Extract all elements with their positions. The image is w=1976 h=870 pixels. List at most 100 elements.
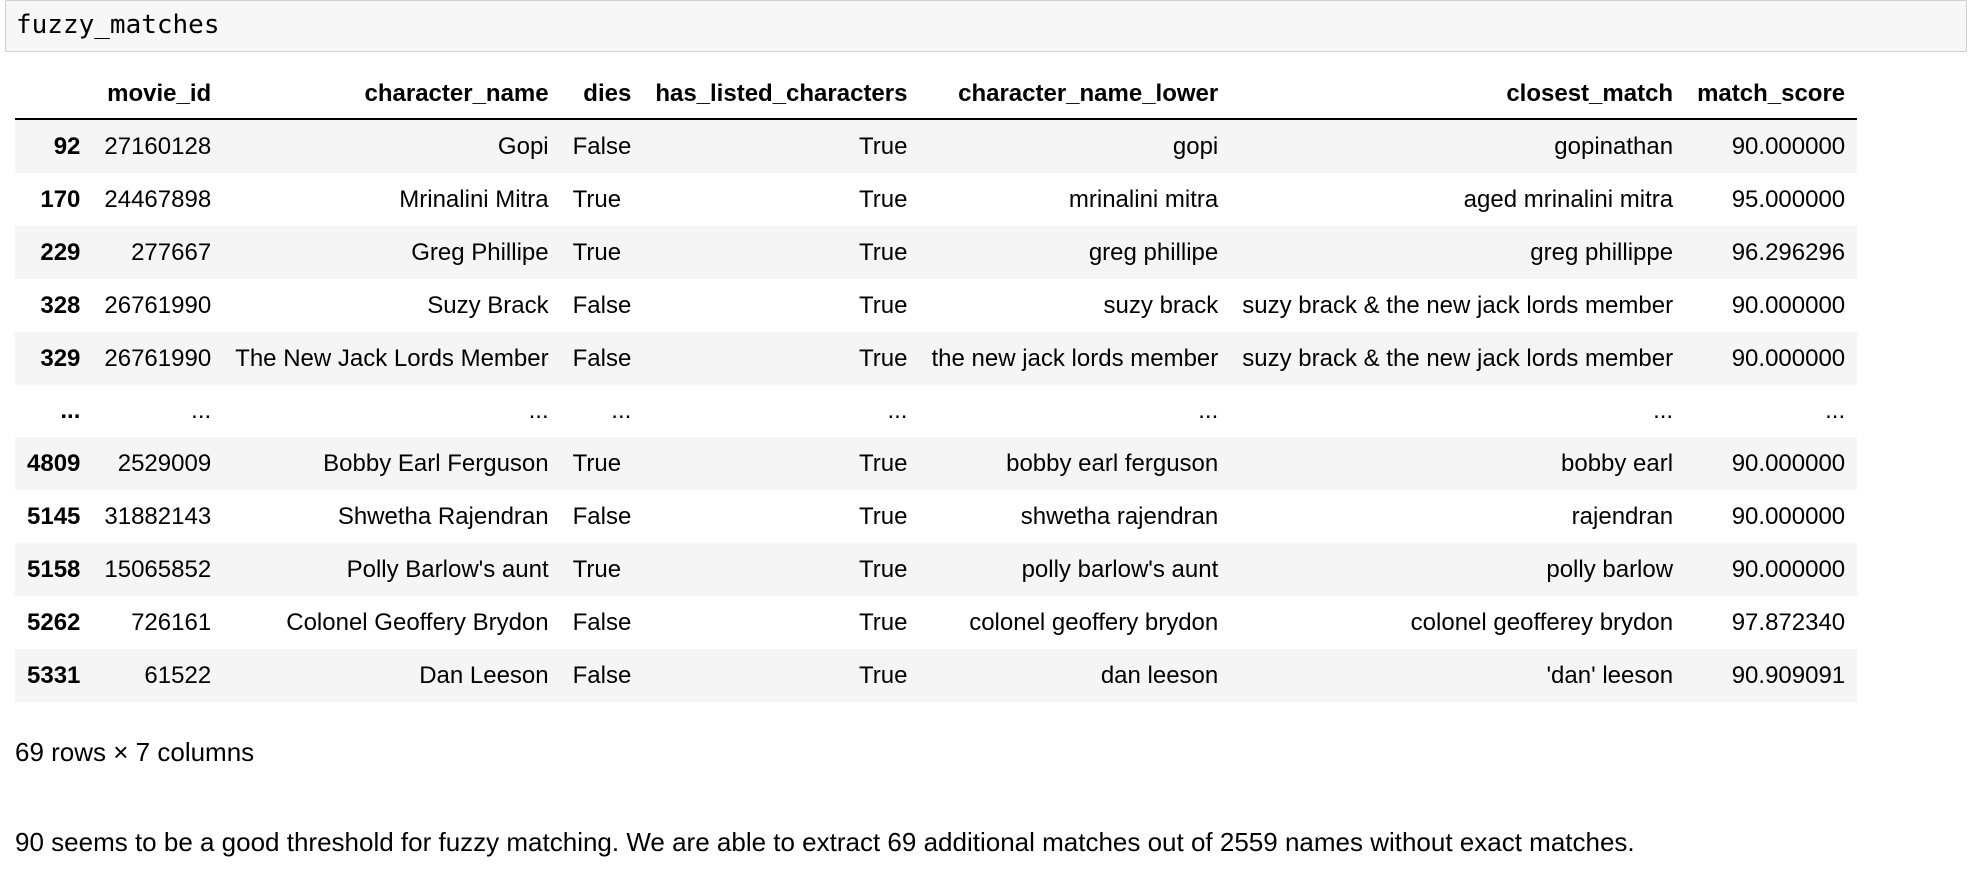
cell-dies: False — [572, 608, 632, 636]
code-input-text[interactable]: fuzzy_matches — [16, 10, 220, 40]
cell-match-score: 90.000000 — [1731, 502, 1846, 530]
row-index: 170 — [40, 185, 81, 213]
cell-movie-id: 726161 — [131, 608, 212, 636]
header-closest-match: closest_match — [1230, 70, 1686, 120]
cell-match-score: 95.000000 — [1731, 185, 1846, 213]
cell-closest-match: suzy brack & the new jack lords member — [1242, 291, 1674, 319]
cell-closest-match: ... — [1653, 397, 1674, 424]
cell-character-name: Gopi — [497, 132, 549, 160]
cell-dies: False — [572, 132, 632, 160]
cell-has-listed-characters: ... — [887, 397, 908, 424]
cell-character-name: Greg Phillipe — [411, 238, 549, 266]
table-row: 5262 726161 Colonel Geoffery Brydon Fals… — [15, 596, 1858, 649]
cell-character-name-lower: greg phillipe — [1088, 238, 1219, 266]
cell-character-name-lower: polly barlow's aunt — [1021, 555, 1219, 583]
cell-character-name-lower: gopi — [1172, 132, 1219, 160]
cell-closest-match: colonel geofferey brydon — [1410, 608, 1674, 636]
cell-has-listed-characters: True — [859, 238, 908, 266]
cell-match-score: 90.000000 — [1731, 132, 1846, 160]
cell-character-name: The New Jack Lords Member — [235, 344, 549, 372]
cell-has-listed-characters: True — [859, 608, 908, 636]
cell-closest-match: suzy brack & the new jack lords member — [1242, 344, 1674, 372]
header-index — [15, 70, 93, 120]
cell-character-name: Shwetha Rajendran — [337, 502, 549, 530]
cell-character-name: Mrinalini Mitra — [399, 185, 549, 213]
cell-character-name: Bobby Earl Ferguson — [323, 449, 549, 477]
cell-character-name-lower: dan leeson — [1100, 661, 1219, 689]
output-area: movie_id character_name dies has_listed_… — [15, 70, 1858, 702]
cell-movie-id: 24467898 — [104, 185, 212, 213]
cell-character-name: ... — [528, 397, 549, 424]
cell-has-listed-characters: True — [859, 449, 908, 477]
cell-character-name-lower: colonel geoffery brydon — [969, 608, 1219, 636]
cell-has-listed-characters: True — [859, 555, 908, 583]
cell-match-score: 90.000000 — [1731, 344, 1846, 372]
cell-closest-match: aged mrinalini mitra — [1463, 185, 1674, 213]
row-index: 92 — [53, 132, 81, 160]
cell-match-score: 90.000000 — [1731, 291, 1846, 319]
cell-has-listed-characters: True — [859, 132, 908, 160]
row-index: 5262 — [27, 608, 81, 636]
cell-has-listed-characters: True — [859, 291, 908, 319]
table-row: 5331 61522 Dan Leeson False True dan lee… — [15, 649, 1858, 702]
row-index: 5158 — [27, 555, 81, 583]
cell-closest-match: gopinathan — [1554, 132, 1674, 160]
header-character-name-lower: character_name_lower — [919, 70, 1231, 120]
table-row: 92 27160128 Gopi False True gopi gopinat… — [15, 119, 1858, 173]
cell-character-name: Colonel Geoffery Brydon — [286, 608, 549, 636]
row-index: 229 — [40, 238, 81, 266]
cell-movie-id: 15065852 — [104, 555, 212, 583]
table-row-ellipsis: ... ... ... ... ... ... ... ... — [15, 385, 1858, 437]
table-row: 5158 15065852 Polly Barlow's aunt True T… — [15, 543, 1858, 596]
cell-character-name-lower: the new jack lords member — [931, 344, 1219, 372]
cell-match-score: 90.909091 — [1731, 661, 1846, 689]
cell-movie-id: 26761990 — [104, 291, 212, 319]
cell-closest-match: greg phillippe — [1530, 238, 1674, 266]
table-row: 4809 2529009 Bobby Earl Ferguson True Tr… — [15, 437, 1858, 490]
row-index: 4809 — [27, 449, 81, 477]
row-index: 328 — [40, 291, 81, 319]
cell-movie-id: ... — [191, 397, 212, 424]
cell-character-name: Suzy Brack — [427, 291, 549, 319]
cell-closest-match: bobby earl — [1561, 449, 1674, 477]
cell-match-score: 97.872340 — [1731, 608, 1846, 636]
table-header: movie_id character_name dies has_listed_… — [15, 70, 1858, 120]
table-row: 170 24467898 Mrinalini Mitra True True m… — [15, 173, 1858, 226]
cell-character-name-lower: suzy brack — [1103, 291, 1219, 319]
cell-has-listed-characters: True — [859, 502, 908, 530]
cell-movie-id: 2529009 — [117, 449, 212, 477]
cell-movie-id: 26761990 — [104, 344, 212, 372]
cell-character-name: Dan Leeson — [419, 661, 549, 689]
header-row: movie_id character_name dies has_listed_… — [15, 70, 1858, 120]
cell-dies: ... — [611, 397, 632, 424]
dataframe-shape-text: 69 rows × 7 columns — [15, 737, 255, 767]
markdown-paragraph: 90 seems to be a good threshold for fuzz… — [15, 827, 1635, 857]
header-match-score: match_score — [1685, 70, 1858, 120]
cell-has-listed-characters: True — [859, 344, 908, 372]
cell-character-name-lower: ... — [1198, 397, 1219, 424]
cell-dies: True — [572, 238, 622, 266]
cell-movie-id: 61522 — [144, 661, 212, 689]
header-dies: dies — [560, 70, 644, 120]
cell-match-score: ... — [1825, 397, 1846, 424]
cell-dies: True — [572, 449, 622, 477]
row-index: 5145 — [27, 502, 81, 530]
header-has-listed-characters: has_listed_characters — [643, 70, 920, 120]
table-row: 328 26761990 Suzy Brack False True suzy … — [15, 279, 1858, 332]
header-movie-id: movie_id — [92, 70, 224, 120]
cell-dies: False — [572, 291, 632, 319]
cell-movie-id: 277667 — [131, 238, 212, 266]
cell-dies: True — [572, 555, 622, 583]
header-character-name: character_name — [223, 70, 561, 120]
cell-has-listed-characters: True — [859, 661, 908, 689]
cell-dies: False — [572, 661, 632, 689]
table-row: 229 277667 Greg Phillipe True True greg … — [15, 226, 1858, 279]
code-input-cell[interactable]: fuzzy_matches — [5, 0, 1967, 52]
table-row: 5145 31882143 Shwetha Rajendran False Tr… — [15, 490, 1858, 543]
dataframe-table: movie_id character_name dies has_listed_… — [15, 70, 1858, 702]
table-row: 329 26761990 The New Jack Lords Member F… — [15, 332, 1858, 385]
row-index: 329 — [40, 344, 81, 372]
cell-match-score: 90.000000 — [1731, 555, 1846, 583]
cell-match-score: 96.296296 — [1731, 238, 1846, 266]
cell-character-name-lower: shwetha rajendran — [1020, 502, 1219, 530]
